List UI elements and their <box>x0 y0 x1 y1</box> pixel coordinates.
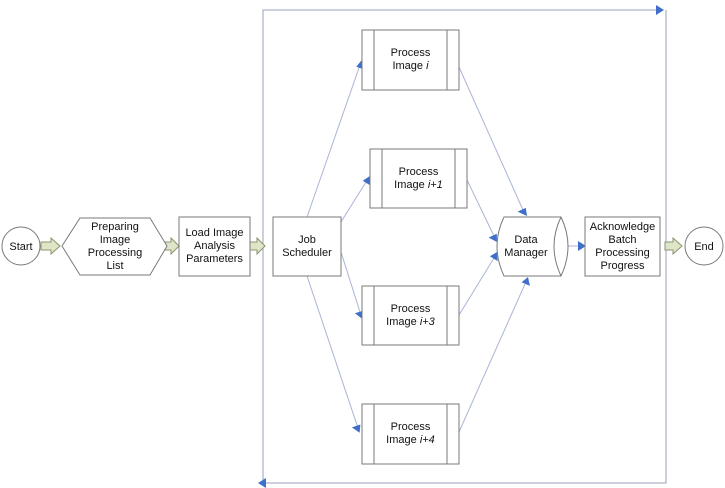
connector-scheduler-to-process-3 <box>340 251 361 313</box>
connector-scheduler-to-process-1 <box>306 64 361 218</box>
process-2-line-1: Process <box>399 166 439 178</box>
data-manager-node[interactable]: Data Manager <box>496 216 569 277</box>
data-manager-line-1: Data <box>514 234 538 246</box>
acknowledge-line-4: Progress <box>600 260 645 272</box>
process-1-line-1: Process <box>391 47 431 59</box>
process-image-node-1[interactable]: Process Image i <box>361 29 460 91</box>
connector-process-4-to-data-manager <box>458 283 526 433</box>
connector-scheduler-to-process-4 <box>306 275 359 429</box>
process-3-prefix: Image <box>386 316 420 328</box>
loop-bottom-line <box>266 10 667 484</box>
process-4-line-1: Process <box>391 421 431 433</box>
process-image-node-3[interactable]: Process Image i+3 <box>361 285 460 346</box>
process-1-prefix: Image <box>392 60 426 72</box>
loop-top-line <box>262 9 658 483</box>
block-arrow-load-to-scheduler <box>249 236 266 256</box>
process-3-line-1: Process <box>391 303 431 315</box>
block-arrow-preparing-to-load <box>164 236 180 256</box>
arrowhead-dm-from-process-2 <box>488 233 497 242</box>
loop-bottom-arrowhead <box>258 478 266 488</box>
arrowhead-process-2 <box>362 176 371 186</box>
connector-scheduler-to-process-2 <box>340 181 367 223</box>
process-connectors <box>458 66 530 433</box>
load-line-1: Load Image <box>185 227 243 239</box>
arrowhead-process-3 <box>354 310 364 319</box>
block-arrow-acknowledge-to-end <box>664 236 683 256</box>
connector-process-3-to-data-manager <box>458 257 495 316</box>
scheduler-line-2: Scheduler <box>282 247 332 259</box>
process-3-line-2: Image i+3 <box>386 316 436 328</box>
process-2-prefix: Image <box>394 179 428 191</box>
process-4-line-2: Image i+4 <box>386 434 435 446</box>
preparing-line-3: Processing <box>88 247 142 259</box>
block-arrow-start-to-preparing <box>40 236 61 256</box>
acknowledge-node[interactable]: Acknowledge Batch Processing Progress <box>584 216 661 277</box>
data-manager-line-2: Manager <box>504 247 548 259</box>
process-2-line-2: Image i+1 <box>394 179 443 191</box>
start-label: Start <box>9 241 32 253</box>
load-line-2: Analysis <box>194 240 235 252</box>
process-image-node-4[interactable]: Process Image i+4 <box>361 403 460 465</box>
end-label: End <box>694 241 714 253</box>
load-line-3: Parameters <box>186 253 243 265</box>
load-parameters-node[interactable]: Load Image Analysis Parameters <box>178 216 251 277</box>
process-3-index: i+3 <box>420 316 436 328</box>
preparing-line-4: List <box>106 260 123 272</box>
arrowhead-dm-from-process-1 <box>517 207 527 216</box>
preparing-line-1: Preparing <box>91 221 139 233</box>
process-1-line-2: Image i <box>392 60 429 72</box>
scheduler-connectors <box>306 60 371 433</box>
feedback-loop <box>258 5 667 488</box>
preparing-line-2: Image <box>100 234 131 246</box>
arrowhead-dm-from-process-4 <box>521 277 530 286</box>
end-node[interactable]: End <box>684 226 724 266</box>
preparing-node[interactable]: Preparing Image Processing List <box>61 217 168 276</box>
arrowhead-process-4 <box>351 424 361 433</box>
process-image-node-2[interactable]: Process Image i+1 <box>369 148 468 209</box>
job-scheduler-node[interactable]: Job Scheduler <box>272 216 342 277</box>
loop-top-arrowhead <box>656 5 664 15</box>
arrowhead-dm-from-process-3 <box>489 252 498 262</box>
process-2-index: i+1 <box>428 179 443 191</box>
acknowledge-line-2: Batch <box>608 234 636 246</box>
scheduler-line-1: Job <box>298 234 316 246</box>
arrowhead-acknowledge <box>578 241 586 251</box>
connector-process-2-to-data-manager <box>466 179 495 237</box>
process-1-index: i <box>426 60 429 72</box>
process-4-prefix: Image <box>386 434 420 446</box>
acknowledge-line-3: Processing <box>595 247 649 259</box>
start-node[interactable]: Start <box>1 226 41 266</box>
process-4-index: i+4 <box>420 434 435 446</box>
connector-process-1-to-data-manager <box>458 66 524 211</box>
acknowledge-line-1: Acknowledge <box>590 221 655 233</box>
